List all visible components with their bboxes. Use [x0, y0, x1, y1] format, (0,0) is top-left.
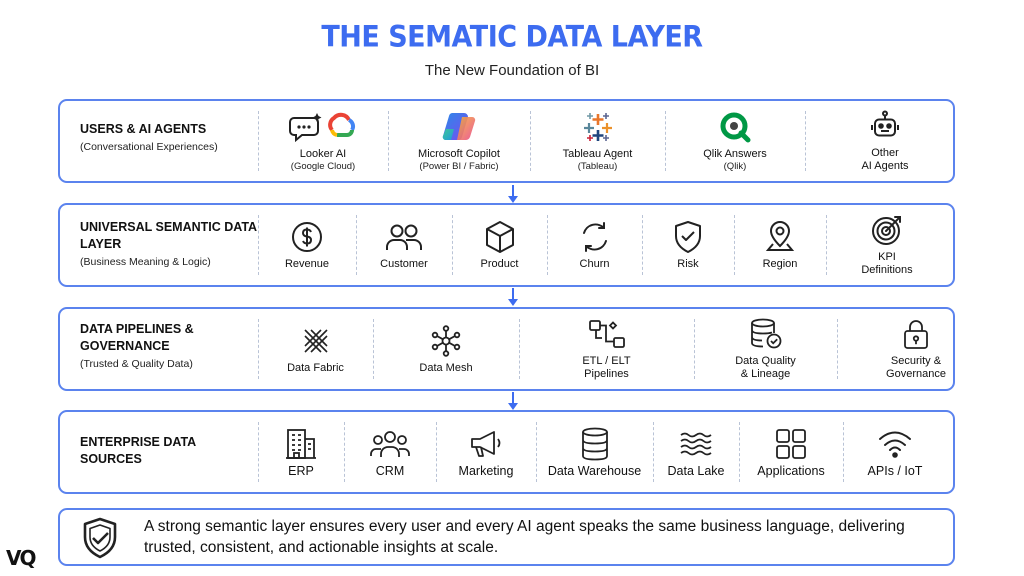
item-label: Microsoft Copilot: [418, 147, 500, 160]
item-other-ai-agents: Other AI Agents: [805, 101, 965, 181]
layer-subtitle: (Conversational Experiences): [80, 141, 218, 153]
item-data-warehouse: Data Warehouse: [536, 412, 653, 492]
item-label: ETL / ELT Pipelines: [582, 355, 631, 380]
dollar-icon: [290, 220, 324, 254]
shield-alert-icon: [673, 220, 703, 254]
item-label: Applications: [757, 463, 825, 478]
megaphone-icon: [469, 427, 503, 461]
item-apis-iot: APIs / IoT: [843, 412, 947, 492]
item-label: Customer: [380, 257, 428, 270]
item-label: Security & Governance: [886, 355, 946, 380]
footer-callout: A strong semantic layer ensures every us…: [58, 508, 955, 566]
wifi-icon: [877, 427, 913, 461]
layer-data-pipelines: DATA PIPELINES & GOVERNANCE (Trusted & Q…: [58, 307, 955, 391]
item-label: CRM: [375, 463, 405, 478]
item-data-mesh: Data Mesh: [373, 309, 519, 389]
target-icon: [870, 213, 904, 247]
database-icon: [580, 427, 610, 461]
item-label: Risk: [677, 257, 699, 270]
tableau-logo-icon: [582, 110, 614, 144]
item-label: Data Warehouse: [547, 463, 642, 478]
item-label: Data Lake: [667, 463, 725, 478]
chat-sparkle-icon: [288, 110, 358, 144]
item-label: Data Mesh: [419, 361, 473, 374]
item-sublabel: (Google Cloud): [290, 160, 356, 172]
flow-arrow: [508, 392, 518, 410]
users-icon: [385, 220, 423, 254]
item-label: Marketing: [458, 463, 514, 478]
item-label: Qlik Answers: [703, 147, 767, 160]
item-label: Churn: [579, 257, 610, 270]
layer-title: UNIVERSAL SEMANTIC DATA LAYER: [80, 220, 257, 251]
flow-arrow: [508, 185, 518, 203]
item-crm: CRM: [344, 412, 436, 492]
layer-subtitle: (Business Meaning & Logic): [80, 256, 211, 268]
layer-title: DATA PIPELINES & GOVERNANCE: [80, 322, 194, 353]
item-label: Data Quality & Lineage: [735, 355, 796, 380]
item-product: Product: [452, 205, 547, 285]
item-data-fabric: Data Fabric: [258, 309, 373, 389]
item-label: Revenue: [284, 257, 330, 270]
item-label: APIs / IoT: [867, 463, 923, 478]
item-customer: Customer: [356, 205, 452, 285]
map-pin-icon: [765, 220, 795, 254]
brand-logo: VQ: [6, 546, 37, 570]
layer-enterprise-data-sources: ENTERPRISE DATA SOURCES ERP CRM: [58, 410, 955, 494]
item-tableau-agent: Tableau Agent (Tableau): [530, 101, 665, 181]
item-risk: Risk: [642, 205, 734, 285]
copilot-logo-icon: [442, 110, 476, 144]
item-churn: Churn: [547, 205, 642, 285]
item-label: Product: [480, 257, 519, 270]
item-kpi-definitions: KPI Definitions: [826, 205, 948, 285]
item-marketing: Marketing: [436, 412, 536, 492]
layer-title: ENTERPRISE DATA SOURCES: [80, 435, 196, 466]
item-security-governance: Security & Governance: [837, 309, 995, 389]
mesh-icon: [430, 324, 462, 358]
lock-icon: [902, 317, 930, 351]
team-icon: [370, 427, 410, 461]
layer-users-ai-agents: USERS & AI AGENTS (Conversational Experi…: [58, 99, 955, 183]
waves-icon: [679, 427, 713, 461]
cycle-icon: [578, 220, 612, 254]
item-label: Region: [762, 257, 798, 270]
item-region: Region: [734, 205, 826, 285]
layer-universal-semantic: UNIVERSAL SEMANTIC DATA LAYER (Business …: [58, 203, 955, 287]
item-label: KPI Definitions: [861, 251, 913, 276]
robot-icon: [869, 109, 901, 143]
item-qlik-answers: Qlik Answers (Qlik): [665, 101, 805, 181]
page-subtitle: The New Foundation of BI: [424, 62, 600, 79]
flow-arrow: [508, 288, 518, 306]
item-sublabel: (Tableau): [577, 160, 618, 172]
item-data-lake: Data Lake: [653, 412, 739, 492]
fabric-icon: [301, 324, 331, 358]
apps-grid-icon: [775, 427, 807, 461]
item-sublabel: (Power BI / Fabric): [419, 160, 499, 172]
item-label: Tableau Agent: [562, 147, 633, 160]
item-looker-ai: Looker AI (Google Cloud): [258, 101, 388, 181]
building-icon: [285, 427, 317, 461]
database-check-icon: [749, 317, 783, 351]
page-title: THE SEMATIC DATA LAYER: [321, 20, 703, 55]
item-applications: Applications: [739, 412, 843, 492]
layer-subtitle: (Trusted & Quality Data): [80, 358, 193, 370]
layer-title: USERS & AI AGENTS: [80, 122, 207, 136]
item-erp: ERP: [258, 412, 344, 492]
item-sublabel: (Qlik): [723, 160, 747, 172]
item-label: Data Fabric: [287, 361, 344, 374]
pipeline-icon: [588, 317, 626, 351]
item-data-quality-lineage: Data Quality & Lineage: [694, 309, 837, 389]
qlik-logo-icon: [719, 110, 751, 144]
item-microsoft-copilot: Microsoft Copilot (Power BI / Fabric): [388, 101, 530, 181]
item-revenue: Revenue: [258, 205, 356, 285]
cube-icon: [484, 220, 516, 254]
footer-text: A strong semantic layer ensures every us…: [144, 518, 905, 556]
item-label: Other AI Agents: [861, 147, 909, 172]
item-etl-elt-pipelines: ETL / ELT Pipelines: [519, 309, 694, 389]
item-label: ERP: [288, 463, 314, 478]
item-label: Looker AI: [299, 147, 347, 160]
shield-check-icon: [80, 516, 120, 565]
